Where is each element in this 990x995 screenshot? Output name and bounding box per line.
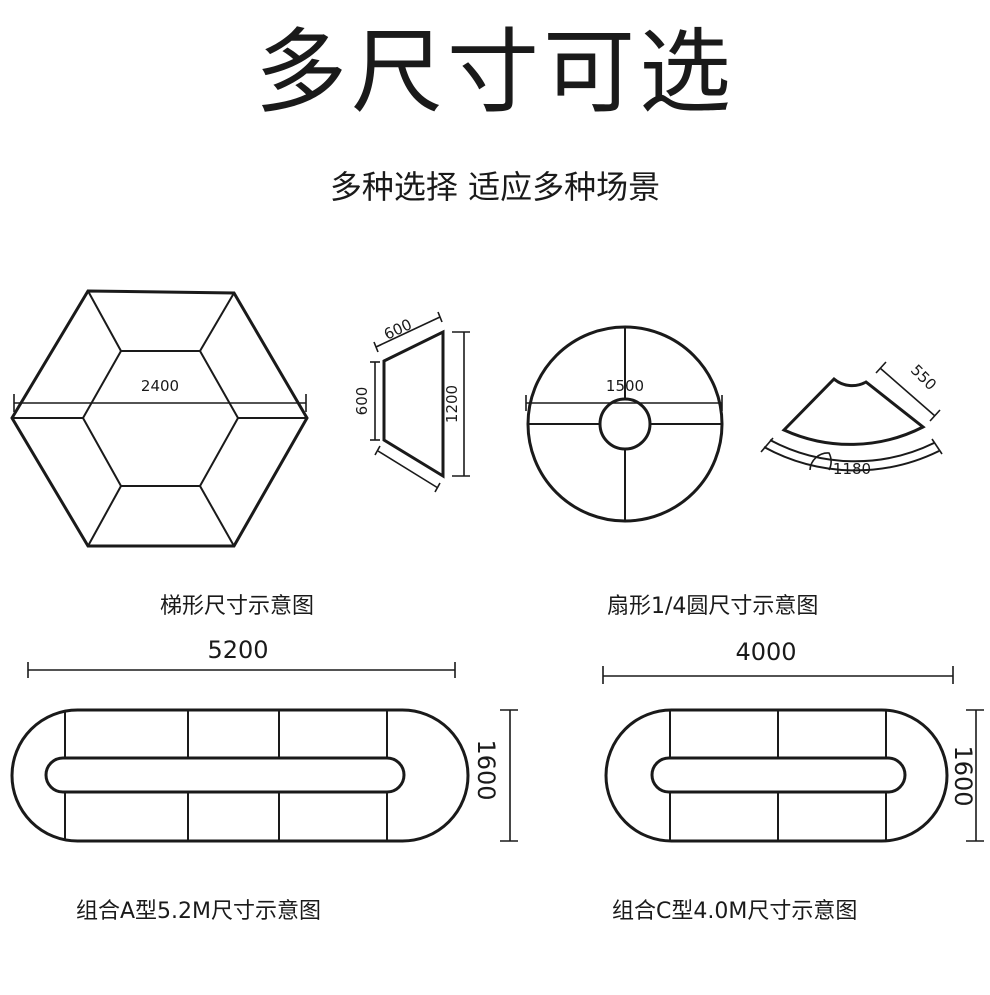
page-subtitle: 多种选择 适应多种场景 <box>329 168 661 206</box>
circle-diameter-label: 1500 <box>606 377 644 395</box>
trapezoid-left-label: 600 <box>353 387 371 416</box>
sector-caption: 扇形1/4圆尺寸示意图 <box>607 594 819 619</box>
group-c-caption: 组合C型4.0M尺寸示意图 <box>612 899 858 924</box>
trapezoid-piece-diagram: 600 600 1200 <box>353 311 470 493</box>
group-c-length-label: 4000 <box>735 638 796 666</box>
group-a-caption: 组合A型5.2M尺寸示意图 <box>76 899 322 924</box>
group-c-diagram: 4000 1600 <box>602 638 984 843</box>
hexagon-table-diagram: 2400 <box>10 289 309 548</box>
sector-depth-label: 550 <box>907 361 940 394</box>
trapezoid-caption: 梯形尺寸示意图 <box>160 594 315 619</box>
group-a-depth-label: 1600 <box>472 739 500 800</box>
round-table-diagram: 1500 <box>525 325 724 523</box>
sector-arc-label: 1180 <box>833 460 871 478</box>
group-c-depth-label: 1600 <box>949 745 977 806</box>
page-title: 多尺寸可选 <box>254 19 735 126</box>
hexagon-width-label: 2400 <box>141 377 179 395</box>
sector-piece-diagram: 1180 550 <box>760 361 943 478</box>
trapezoid-top-label: 600 <box>381 315 415 343</box>
group-a-diagram: 5200 1600 <box>10 636 518 843</box>
group-a-length-label: 5200 <box>207 636 268 664</box>
trapezoid-right-label: 1200 <box>443 385 461 423</box>
